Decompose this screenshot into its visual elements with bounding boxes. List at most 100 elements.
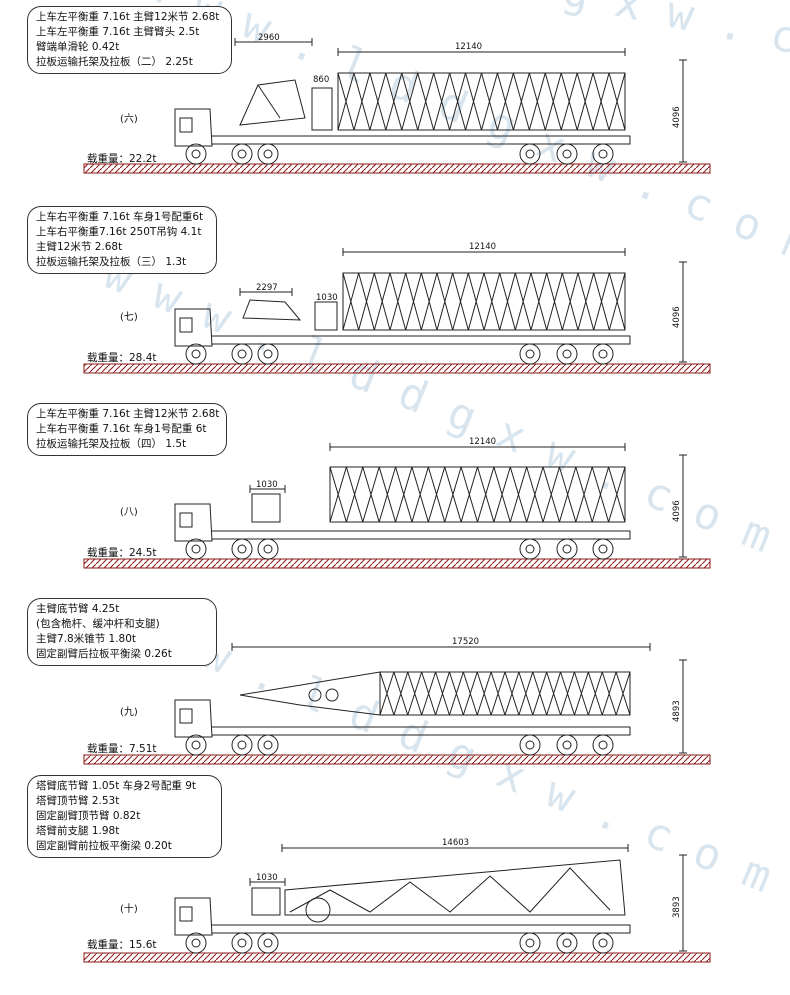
trailer-frame [212, 135, 631, 145]
wheel-hub [562, 740, 572, 750]
sheave [305, 897, 331, 923]
tower-lattice [289, 867, 611, 913]
wheel-hub [237, 149, 247, 159]
callout-line: 上车左平衡重 7.16t 主臂臂头 2.5t [36, 26, 200, 38]
dimension-line [239, 288, 293, 296]
wheel [231, 343, 253, 365]
wheel-hub [263, 938, 273, 948]
wheel-hub [562, 149, 572, 159]
dim-small: 1030 [256, 873, 278, 883]
wheel [592, 734, 614, 756]
wheel [556, 343, 578, 365]
callout-line: 上车左平衡重 7.16t 主臂12米节 2.68t [36, 408, 220, 420]
wheel-hub [263, 740, 273, 750]
callout-line: 上车左平衡重 7.16t 主臂12米节 2.68t [36, 11, 220, 23]
wheel [556, 538, 578, 560]
callout-line: 拉板运输托架及拉板（二） 2.25t [36, 56, 193, 68]
truss-lattice [337, 72, 626, 131]
dim-height: 4096 [672, 306, 682, 328]
truck-cab [174, 699, 213, 738]
truck-window [179, 117, 193, 133]
height-dimension [679, 854, 687, 952]
wheel-hub [191, 149, 201, 159]
truss-frame [329, 466, 626, 523]
wheel [556, 932, 578, 954]
load-weight: 载重量：7.51t [87, 743, 157, 755]
callout-line: 塔臂前支腿 1.98t [36, 825, 120, 837]
load-weight: 载重量：22.2t [87, 153, 157, 165]
wheel-hub [191, 544, 201, 554]
wheel [185, 343, 207, 365]
wheel-hub [598, 149, 608, 159]
truck-cab [174, 308, 213, 347]
boom-pin [308, 688, 322, 702]
truss-lattice [329, 466, 626, 523]
dimension-line [342, 248, 626, 256]
wheel-hub [237, 740, 247, 750]
truck-window [179, 708, 193, 724]
truck-cab [174, 108, 213, 147]
wheel [257, 538, 279, 560]
wheel [519, 343, 541, 365]
wheel-hub [525, 149, 535, 159]
truck-window [179, 906, 193, 922]
ground-hatch [83, 163, 711, 174]
callout-line: 固定副臂顶节臂 0.82t [36, 810, 141, 822]
wheel [556, 143, 578, 165]
callout-line: 固定副臂前拉板平衡梁 0.20t [36, 840, 172, 852]
wheel [257, 734, 279, 756]
truss-frame [337, 72, 626, 131]
wheel-hub [263, 349, 273, 359]
wheel [257, 343, 279, 365]
wheel [592, 932, 614, 954]
wheel-hub [562, 349, 572, 359]
callout-line: 主臂12米节 2.68t [36, 241, 123, 253]
wheel [231, 538, 253, 560]
wheel-hub [598, 544, 608, 554]
wheel-hub [237, 349, 247, 359]
height-dimension [679, 261, 687, 363]
truss-lattice [342, 272, 626, 331]
dim-height: 4096 [672, 106, 682, 128]
wheel [231, 143, 253, 165]
cargo-block [314, 301, 338, 331]
dim-length: 14603 [442, 838, 470, 848]
trailer-frame [212, 335, 631, 345]
height-dimension [679, 659, 687, 754]
dim-small: 1030 [316, 293, 338, 303]
wheel [519, 143, 541, 165]
wheel-hub [598, 349, 608, 359]
dimension-line [249, 485, 286, 493]
callout-line: 主臂7.8米锥节 1.80t [36, 633, 137, 645]
callout-line: 上车右平衡重 7.16t 车身1号配重 6t [36, 423, 207, 435]
wheel [185, 538, 207, 560]
wheel-hub [237, 544, 247, 554]
dim-length: 17520 [452, 637, 480, 647]
dim-length: 12140 [455, 42, 483, 52]
dimension-line [329, 443, 626, 451]
load-weight: 载重量：24.5t [87, 547, 157, 559]
panel-number: (七) [120, 312, 138, 323]
dimension-line [249, 878, 286, 886]
callout-box: 上车左平衡重 7.16t 主臂12米节 2.68t 上车左平衡重 7.16t 主… [27, 6, 232, 74]
wheel-hub [263, 149, 273, 159]
wheel [257, 143, 279, 165]
callout-line: 拉板运输托架及拉板（四） 1.5t [36, 438, 187, 450]
truck-cab [174, 897, 213, 936]
wheel-hub [598, 938, 608, 948]
wheel-hub [562, 938, 572, 948]
truss-frame [379, 671, 631, 716]
cargo-block [251, 887, 281, 916]
dim-small: 860 [313, 75, 330, 85]
callout-line: 上车右平衡重7.16t 250T吊钩 4.1t [36, 226, 202, 238]
panel-number: (九) [120, 707, 138, 718]
dim-small: 1030 [256, 480, 278, 490]
trailer-frame [212, 726, 631, 736]
wheel [185, 143, 207, 165]
wheel [185, 734, 207, 756]
wheel-hub [525, 349, 535, 359]
wheel [257, 932, 279, 954]
dimension-line [281, 844, 629, 852]
dim-height: 3893 [672, 896, 682, 918]
